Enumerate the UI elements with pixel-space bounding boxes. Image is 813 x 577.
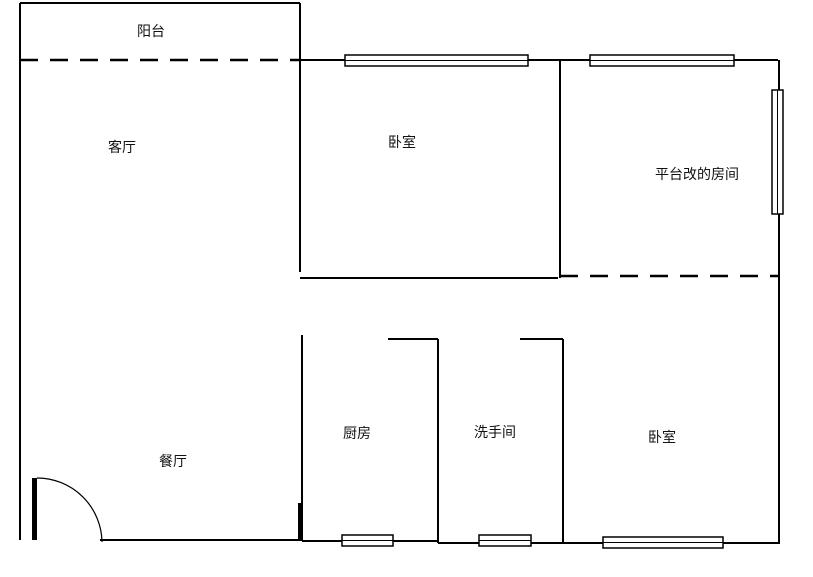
- room-label-bedroom-south: 卧室: [648, 430, 676, 446]
- walls: [19, 2, 780, 544]
- room-label-converted-room: 平台改的房间: [655, 167, 739, 183]
- room-label-dining-room: 餐厅: [159, 454, 187, 470]
- entry-door-jamb: [32, 478, 37, 540]
- dashed-boundaries: [20, 58, 779, 278]
- windows: [341, 54, 784, 549]
- entry-door-swing: [36, 477, 103, 543]
- room-label-living-room: 客厅: [108, 140, 136, 156]
- room-label-balcony: 阳台: [137, 24, 165, 40]
- room-label-bathroom: 洗手间: [474, 425, 516, 441]
- kitchen-door-jamb: [298, 503, 303, 540]
- room-label-kitchen: 厨房: [343, 426, 371, 442]
- room-label-bedroom-north: 卧室: [388, 135, 416, 151]
